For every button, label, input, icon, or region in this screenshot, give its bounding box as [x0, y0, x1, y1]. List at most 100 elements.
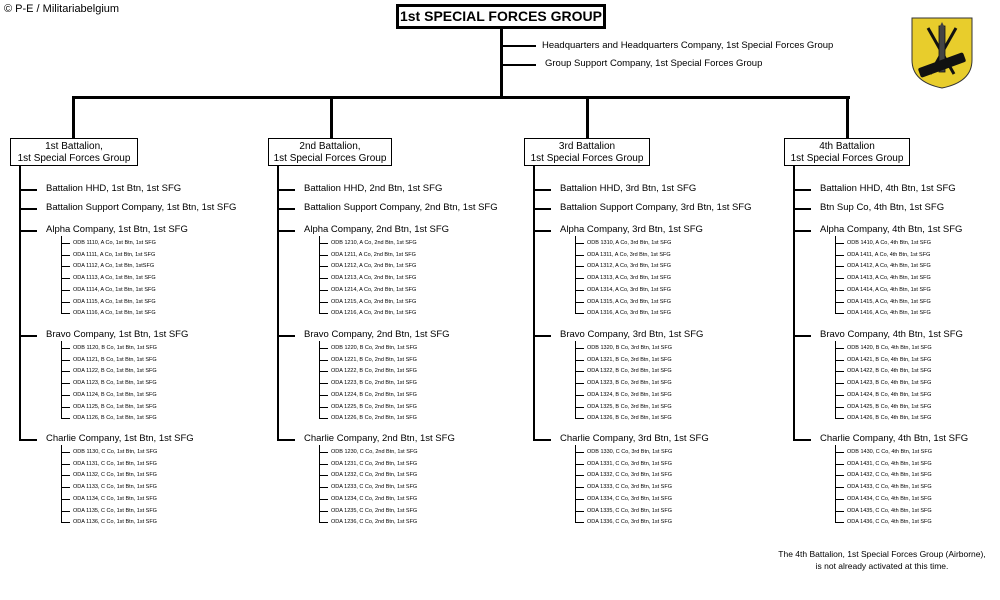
- team-label: ODA 1234, C Co, 2nd Btn, 1st SFG: [331, 496, 418, 502]
- team-label: ODA 1316, A Co, 3rd Btn, 1st SFG: [587, 310, 672, 316]
- sf-insignia-icon: [910, 16, 974, 90]
- hq-branch-line-2: [500, 64, 536, 66]
- team-connector-line: [61, 452, 70, 453]
- team-connector-line: [319, 290, 328, 291]
- team-connector-line: [319, 499, 328, 500]
- team-label: ODA 1432, C Co, 4th Btn, 1st SFG: [847, 472, 932, 478]
- team-label: ODA 1314, A Co, 3rd Btn, 1st SFG: [587, 287, 672, 293]
- battalion-spine-line: [793, 166, 795, 439]
- team-label: ODA 1323, B Co, 3rd Btn, 1st SFG: [587, 380, 672, 386]
- team-connector-line: [575, 371, 584, 372]
- team-connector-line: [61, 348, 70, 349]
- battalion-1-box: 1st Battalion,1st Special Forces Group: [10, 138, 138, 166]
- team-label: ODA 1133, C Co, 1st Btn, 1st SFG: [73, 484, 157, 490]
- team-label: ODB 1420, B Co, 4th Btn, 1st SFG: [847, 345, 932, 351]
- team-label: ODA 1424, B Co, 4th Btn, 1st SFG: [847, 392, 932, 398]
- team-connector-line: [575, 464, 584, 465]
- battalion-support-company-label: Battalion Support Company, 2nd Btn, 1st …: [304, 202, 498, 213]
- company-connector-line: [793, 439, 811, 441]
- team-label: ODA 1233, C Co, 2nd Btn, 1st SFG: [331, 484, 418, 490]
- item-connector-line: [19, 189, 37, 191]
- team-connector-line: [319, 522, 328, 523]
- team-spine-line: [835, 341, 836, 419]
- battalion-name-line1: 2nd Battalion,: [299, 141, 361, 152]
- bravo-company-label: Bravo Company, 1st Btn, 1st SFG: [46, 329, 189, 340]
- team-connector-line: [319, 475, 328, 476]
- team-connector-line: [575, 266, 584, 267]
- team-label: ODA 1122, B Co, 1st Btn, 1st SFG: [73, 368, 157, 374]
- group-support-company-label: Group Support Company, 1st Special Force…: [545, 58, 763, 69]
- team-connector-line: [835, 487, 844, 488]
- activation-note-line2: is not already activated at this time.: [815, 561, 949, 571]
- company-connector-line: [793, 230, 811, 232]
- battalion-name-line2: 1st Special Forces Group: [273, 153, 387, 164]
- item-connector-line: [533, 208, 551, 210]
- team-label: ODA 1213, A Co, 2nd Btn, 1st SFG: [331, 275, 417, 281]
- alpha-company-label: Alpha Company, 4th Btn, 1st SFG: [820, 224, 963, 235]
- team-connector-line: [835, 266, 844, 267]
- team-label: ODA 1416, A Co, 4th Btn, 1st SFG: [847, 310, 931, 316]
- team-label: ODA 1431, C Co, 4th Btn, 1st SFG: [847, 461, 932, 467]
- charlie-company-label: Charlie Company, 2nd Btn, 1st SFG: [304, 433, 455, 444]
- team-label: ODA 1236, C Co, 2nd Btn, 1st SFG: [331, 519, 418, 525]
- battalion-drop-line: [72, 97, 75, 139]
- team-connector-line: [319, 452, 328, 453]
- team-connector-line: [835, 395, 844, 396]
- team-label: ODA 1326, B Co, 3rd Btn, 1st SFG: [587, 415, 672, 421]
- battalion-hhd-label: Battalion HHD, 3rd Btn, 1st SFG: [560, 183, 697, 194]
- team-spine-line: [61, 341, 62, 419]
- company-connector-line: [533, 335, 551, 337]
- battalion-drop-line: [846, 97, 849, 139]
- bravo-company-label: Bravo Company, 3rd Btn, 1st SFG: [560, 329, 704, 340]
- team-connector-line: [319, 313, 328, 314]
- team-connector-line: [835, 243, 844, 244]
- team-label: ODA 1116, A Co, 1st Btn, 1st SFG: [73, 310, 156, 316]
- team-label: ODA 1121, B Co, 1st Btn, 1st SFG: [73, 357, 157, 363]
- team-connector-line: [835, 511, 844, 512]
- team-connector-line: [835, 383, 844, 384]
- team-label: ODA 1425, B Co, 4th Btn, 1st SFG: [847, 404, 932, 410]
- team-connector-line: [319, 371, 328, 372]
- team-connector-line: [61, 475, 70, 476]
- team-connector-line: [61, 511, 70, 512]
- team-label: ODA 1412, A Co, 4th Btn, 1st SFG: [847, 263, 931, 269]
- team-label: ODA 1125, B Co, 1st Btn, 1st SFG: [73, 404, 157, 410]
- team-spine-line: [319, 341, 320, 419]
- team-connector-line: [319, 302, 328, 303]
- team-label: ODA 1131, C Co, 1st Btn, 1st SFG: [73, 461, 157, 467]
- team-label: ODA 1235, C Co, 2nd Btn, 1st SFG: [331, 508, 418, 514]
- team-connector-line: [835, 255, 844, 256]
- battalion-drop-line: [586, 97, 589, 139]
- team-label: ODA 1232, C Co, 2nd Btn, 1st SFG: [331, 472, 418, 478]
- battalion-support-company-label: Battalion Support Company, 3rd Btn, 1st …: [560, 202, 752, 213]
- team-label: ODA 1313, A Co, 3rd Btn, 1st SFG: [587, 275, 672, 281]
- team-connector-line: [61, 383, 70, 384]
- team-connector-line: [575, 278, 584, 279]
- team-connector-line: [61, 418, 70, 419]
- company-connector-line: [277, 335, 295, 337]
- team-label: ODA 1223, B Co, 2nd Btn, 1st SFG: [331, 380, 417, 386]
- team-connector-line: [61, 243, 70, 244]
- team-label: ODB 1320, B Co, 3rd Btn, 1st SFG: [587, 345, 672, 351]
- team-connector-line: [835, 475, 844, 476]
- company-connector-line: [277, 439, 295, 441]
- team-label: ODA 1221, B Co, 2nd Btn, 1st SFG: [331, 357, 417, 363]
- team-connector-line: [835, 290, 844, 291]
- team-spine-line: [575, 445, 576, 523]
- team-connector-line: [575, 395, 584, 396]
- team-label: ODA 1421, B Co, 4th Btn, 1st SFG: [847, 357, 932, 363]
- team-label: ODA 1413, A Co, 4th Btn, 1st SFG: [847, 275, 931, 281]
- team-connector-line: [319, 395, 328, 396]
- hhc-label: Headquarters and Headquarters Company, 1…: [542, 40, 834, 51]
- team-connector-line: [61, 407, 70, 408]
- team-connector-line: [835, 464, 844, 465]
- team-label: ODA 1226, B Co, 2nd Btn, 1st SFG: [331, 415, 417, 421]
- team-connector-line: [835, 452, 844, 453]
- team-connector-line: [319, 511, 328, 512]
- team-label: ODA 1312, A Co, 3rd Btn, 1st SFG: [587, 263, 672, 269]
- team-connector-line: [575, 522, 584, 523]
- team-connector-line: [835, 313, 844, 314]
- team-connector-line: [61, 499, 70, 500]
- team-label: ODA 1436, C Co, 4th Btn, 1st SFG: [847, 519, 932, 525]
- team-label: ODA 1114, A Co, 1st Btn, 1st SFG: [73, 287, 156, 293]
